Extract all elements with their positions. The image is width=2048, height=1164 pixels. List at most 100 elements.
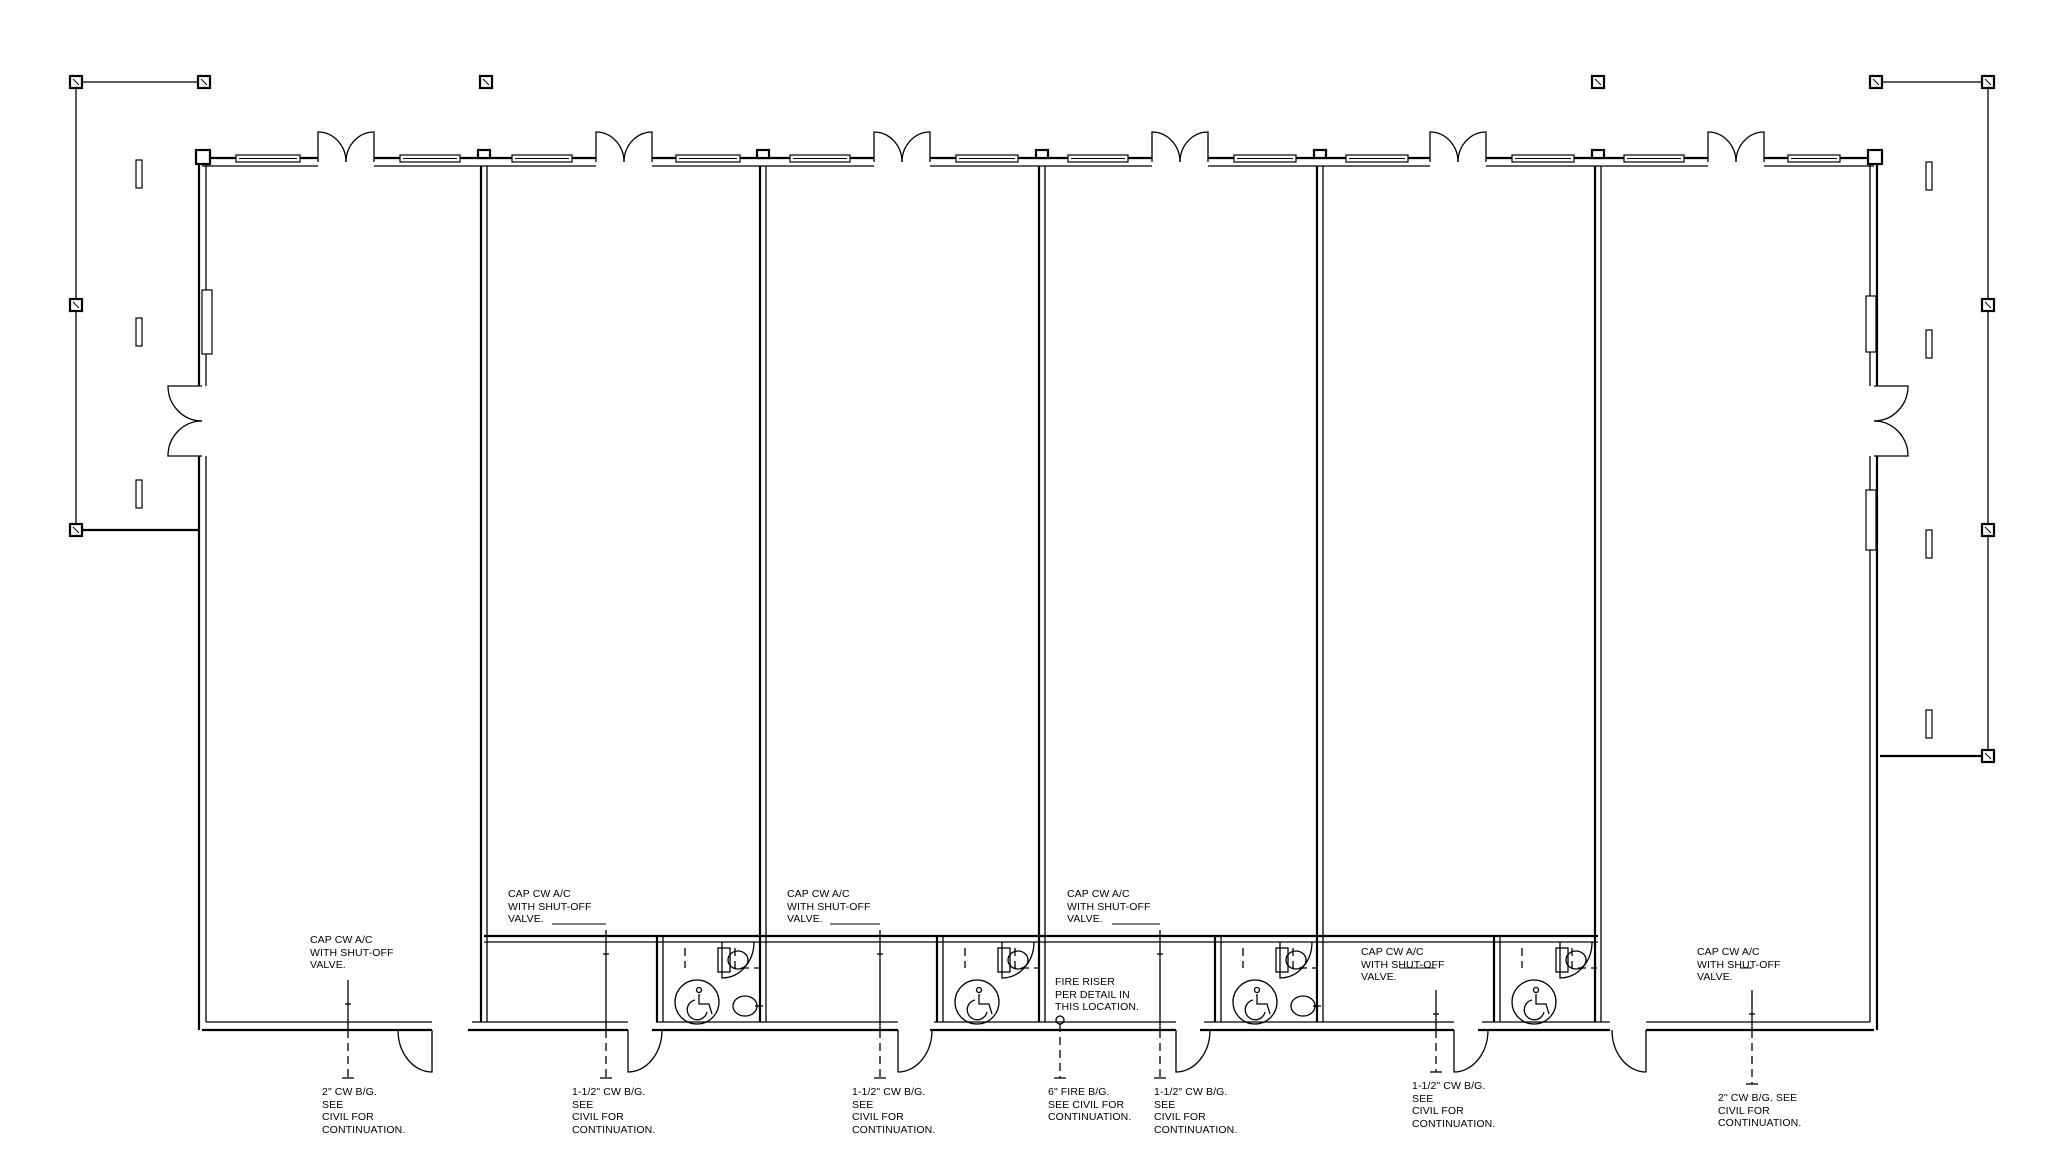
side-door-swing bbox=[1873, 385, 1909, 422]
accessible-wheel bbox=[1523, 999, 1545, 1021]
water-closet-tank bbox=[1555, 947, 1569, 973]
wheelchair-accessibility-icon bbox=[1253, 986, 1261, 994]
side-window bbox=[1865, 295, 1877, 353]
door-swing-left bbox=[1429, 131, 1459, 163]
canopy-post-mark bbox=[1594, 78, 1602, 86]
rear-door-swing bbox=[397, 1029, 433, 1073]
water-closet-tank bbox=[1275, 947, 1289, 973]
canopy-post-mark bbox=[72, 78, 80, 86]
skylight bbox=[1925, 529, 1933, 559]
door-swing-right bbox=[1457, 131, 1487, 163]
note-fire-bg: 6" FIRE B/G. SEE CIVIL FOR CONTINUATION. bbox=[1048, 1086, 1132, 1123]
rear-door-swing bbox=[627, 1029, 663, 1073]
note-cap-cw-6: CAP CW A/C WITH SHUT-OFF VALVE. bbox=[1697, 946, 1781, 983]
wheelchair-accessibility-icon bbox=[695, 986, 703, 994]
canopy-post-mark bbox=[72, 301, 80, 309]
rear-door-swing bbox=[1611, 1029, 1647, 1073]
wheelchair-accessibility-icon bbox=[1532, 986, 1540, 994]
note-cap-cw-1: CAP CW A/C WITH SHUT-OFF VALVE. bbox=[310, 934, 394, 971]
canopy-post-mark bbox=[482, 78, 490, 86]
door-swing-right bbox=[1735, 131, 1765, 163]
plumbing-lines bbox=[342, 923, 1758, 1085]
side-window bbox=[1865, 489, 1877, 551]
water-closet-tank bbox=[717, 947, 731, 973]
accessible-figure bbox=[698, 994, 713, 1015]
restroom-door-swing bbox=[721, 941, 755, 979]
skylight bbox=[1925, 161, 1933, 191]
note-cw-bg-7: 2" CW B/G. SEE CIVIL FOR CONTINUATION. bbox=[1718, 1092, 1802, 1129]
storefront-windows bbox=[201, 154, 1877, 551]
canopy-post-mark bbox=[1984, 752, 1992, 760]
door-swing-right bbox=[1179, 131, 1209, 163]
doors bbox=[167, 131, 1909, 1073]
accessible-figure bbox=[1256, 994, 1271, 1015]
side-door-swing bbox=[1873, 420, 1909, 457]
column bbox=[1312, 148, 1328, 160]
accessible-wheel bbox=[1244, 999, 1266, 1021]
column bbox=[755, 148, 771, 160]
door-swing-left bbox=[1707, 131, 1737, 163]
canopy-post-mark bbox=[1872, 78, 1880, 86]
side-door-swing bbox=[167, 385, 203, 422]
note-fire-riser: FIRE RISER PER DETAIL IN THIS LOCATION. bbox=[1055, 976, 1140, 1013]
door-swing-right bbox=[623, 131, 653, 163]
canopy-post-mark bbox=[1984, 78, 1992, 86]
skylight bbox=[135, 317, 143, 347]
canopy-post-mark bbox=[1984, 301, 1992, 309]
door-swing-right bbox=[901, 131, 931, 163]
note-cw-bg-6: 1-1/2" CW B/G. SEE CIVIL FOR CONTINUATIO… bbox=[1412, 1080, 1496, 1130]
note-cw-bg-1: 2" CW B/G. SEE CIVIL FOR CONTINUATION. bbox=[322, 1086, 406, 1136]
rear-door-swing bbox=[1453, 1029, 1489, 1073]
restroom-door-swing bbox=[1279, 941, 1313, 979]
restrooms bbox=[484, 934, 1598, 1025]
water-closet-tank bbox=[997, 947, 1011, 973]
note-cw-bg-2: 1-1/2" CW B/G. SEE CIVIL FOR CONTINUATIO… bbox=[572, 1086, 656, 1136]
canopy-post-mark bbox=[72, 526, 80, 534]
restroom-door-swing bbox=[1559, 941, 1593, 979]
side-door-swing bbox=[167, 420, 203, 457]
note-cw-bg-3: 1-1/2" CW B/G. SEE CIVIL FOR CONTINUATIO… bbox=[852, 1086, 936, 1136]
note-cap-cw-2: CAP CW A/C WITH SHUT-OFF VALVE. bbox=[508, 888, 592, 925]
rear-door-swing bbox=[1175, 1029, 1211, 1073]
door-swing-right bbox=[345, 131, 375, 163]
door-swing-left bbox=[1151, 131, 1181, 163]
skylight bbox=[1925, 709, 1933, 739]
canopy-post-mark bbox=[1984, 526, 1992, 534]
accessible-wheel bbox=[686, 999, 708, 1021]
accessible-wheel bbox=[966, 999, 988, 1021]
door-swing-left bbox=[595, 131, 625, 163]
door-swing-left bbox=[317, 131, 347, 163]
walls bbox=[194, 148, 1884, 1032]
door-swing-left bbox=[873, 131, 903, 163]
water-closet-icon bbox=[1565, 950, 1587, 970]
note-cap-cw-4: CAP CW A/C WITH SHUT-OFF VALVE. bbox=[1067, 888, 1151, 925]
turning-circle bbox=[674, 979, 720, 1025]
canopy-post-mark bbox=[200, 78, 208, 86]
turning-circle bbox=[954, 979, 1000, 1025]
canopy-structure bbox=[68, 74, 1996, 764]
water-closet-icon bbox=[1007, 950, 1029, 970]
restroom-door-swing bbox=[1001, 941, 1035, 979]
lavatory-sink-icon bbox=[732, 995, 758, 1017]
accessible-figure bbox=[1535, 994, 1550, 1015]
turning-circle bbox=[1232, 979, 1278, 1025]
fire-riser-icon bbox=[1055, 1015, 1065, 1025]
skylight bbox=[135, 159, 143, 189]
column bbox=[1034, 148, 1050, 160]
accessible-figure bbox=[978, 994, 993, 1015]
rear-door-swing bbox=[897, 1029, 933, 1073]
water-closet-icon bbox=[727, 950, 749, 970]
water-closet-icon bbox=[1285, 950, 1307, 970]
lavatory-sink-icon bbox=[1290, 995, 1316, 1017]
note-cap-cw-3: CAP CW A/C WITH SHUT-OFF VALVE. bbox=[787, 888, 871, 925]
wheelchair-accessibility-icon bbox=[975, 986, 983, 994]
corner-column bbox=[194, 148, 212, 166]
corner-column bbox=[1866, 148, 1884, 166]
note-cw-bg-5: 1-1/2" CW B/G. SEE CIVIL FOR CONTINUATIO… bbox=[1154, 1086, 1238, 1136]
column bbox=[476, 148, 492, 160]
column bbox=[1590, 148, 1606, 160]
note-cap-cw-5: CAP CW A/C WITH SHUT-OFF VALVE. bbox=[1361, 946, 1445, 983]
skylight bbox=[1925, 329, 1933, 359]
skylight bbox=[135, 479, 143, 509]
